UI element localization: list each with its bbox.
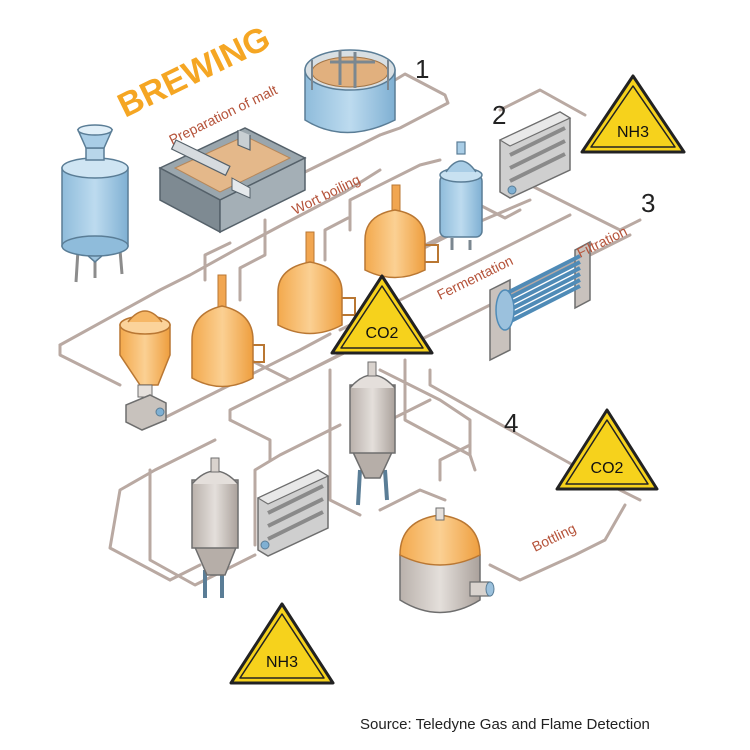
mash-tun — [304, 49, 396, 134]
bright-tank-center — [349, 361, 396, 506]
malt-tray — [158, 127, 307, 234]
step-number-2: 2 — [492, 100, 506, 130]
lauter-tank — [119, 310, 171, 431]
label-filtration: Filtration — [574, 223, 629, 261]
bottling-vessel — [399, 507, 495, 614]
step-number-1: 1 — [415, 54, 429, 84]
warning-sign-nh3-bottom: NH3 — [229, 602, 335, 685]
step-number-3: 3 — [641, 188, 655, 218]
wort-kettle-medium — [277, 231, 356, 335]
label-bottling: Bottling — [529, 520, 578, 555]
filtration-coil — [489, 240, 591, 362]
warning-label-co2-right: CO2 — [591, 460, 624, 477]
wort-kettle-left — [191, 274, 265, 388]
malt-silo — [61, 124, 129, 283]
heat-exchanger-top — [498, 111, 572, 199]
warning-sign-nh3-top: NH3 — [580, 74, 686, 154]
step-number-4: 4 — [504, 408, 518, 438]
yeast-vessel — [439, 141, 483, 250]
bright-tank-left — [191, 457, 239, 598]
warning-sign-co2-center: CO2 — [330, 274, 434, 355]
warning-label-nh3-top: NH3 — [617, 124, 649, 141]
warning-label-nh3-bottom: NH3 — [266, 654, 298, 671]
wort-kettle-large — [364, 184, 439, 279]
warning-sign-co2-right: CO2 — [555, 408, 659, 491]
source-caption: Source: Teledyne Gas and Flame Detection — [360, 716, 650, 733]
warning-label-co2-center: CO2 — [366, 325, 399, 342]
heat-exchanger-bottom — [256, 469, 330, 557]
